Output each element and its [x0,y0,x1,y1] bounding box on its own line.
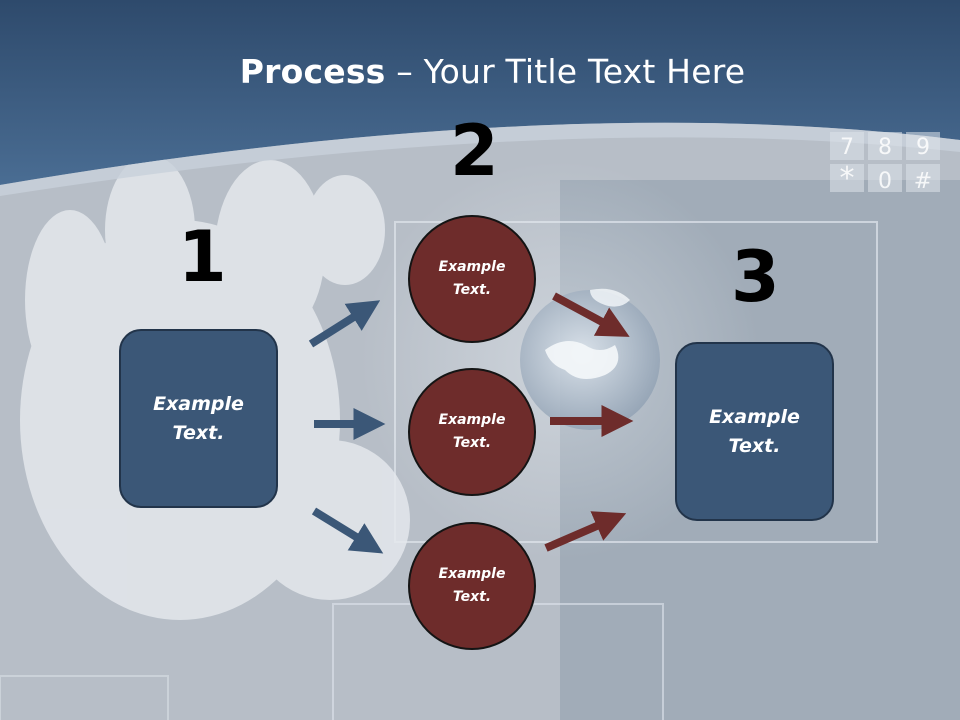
keypad-key: 8 [878,135,892,160]
process-circle-bottom: Example Text. [408,522,536,650]
process-circle-label: Example Text. [438,566,506,605]
keypad-key: 7 [840,135,854,160]
keypad-key: 9 [916,135,930,160]
process-box-end: Example Text. [675,342,834,521]
title-rest: – Your Title Text Here [385,52,746,91]
keypad-key: 0 [878,169,892,194]
process-box-start-label: Example Text. [153,392,244,444]
keypad-key: * [840,161,855,196]
step-number-1: 1 [178,216,227,298]
title-bold: Process [239,52,386,91]
page-title: Process – Your Title Text Here [0,52,960,91]
process-box-start: Example Text. [119,329,278,508]
step-number-3: 3 [731,236,780,318]
keypad-key: # [914,169,932,194]
process-box-end-label: Example Text. [709,405,800,457]
process-circle-middle: Example Text. [408,368,536,496]
process-circle-top: Example Text. [408,215,536,343]
step-number-2: 2 [450,110,499,192]
process-circle-label: Example Text. [438,259,506,298]
process-circle-label: Example Text. [438,412,506,451]
